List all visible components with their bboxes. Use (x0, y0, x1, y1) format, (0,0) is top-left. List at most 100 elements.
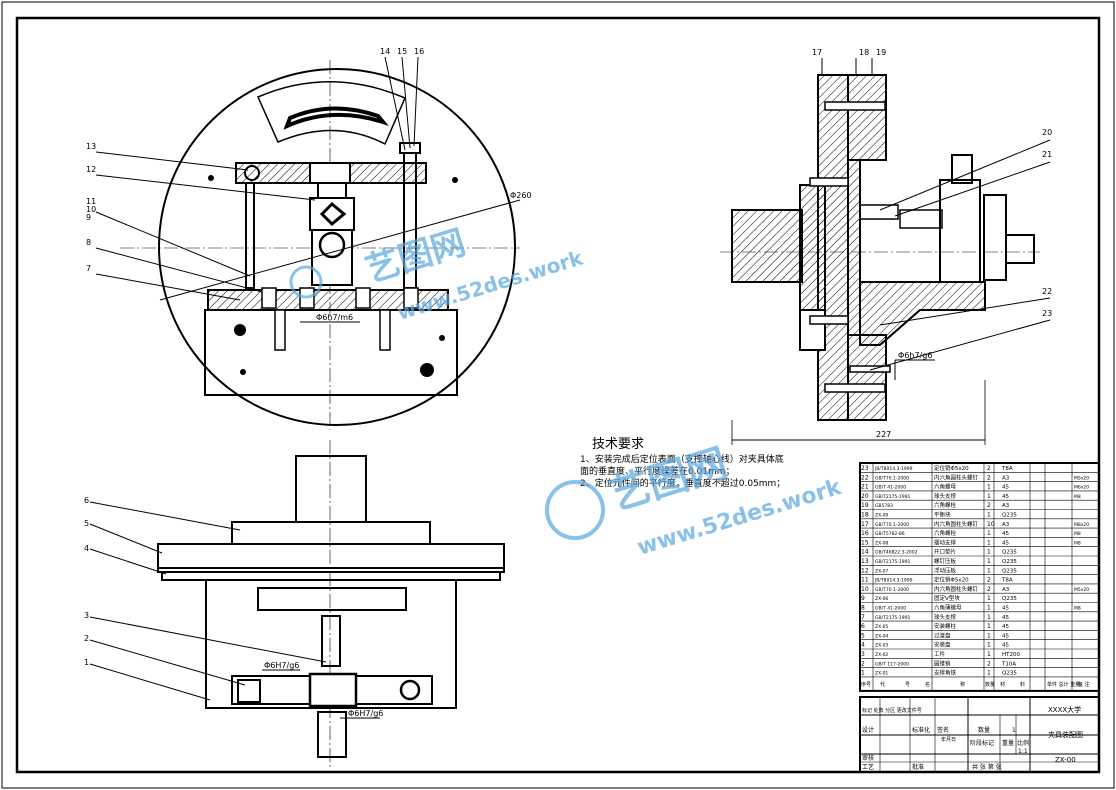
bom-cell-name: 螺钉压板 (934, 557, 957, 565)
bom-cell-qty: 1 (987, 530, 991, 537)
bom-cell-mat: A3 (1002, 522, 1010, 528)
bom-cell-no: 18 (861, 512, 869, 519)
balloon-17: 17 (812, 48, 822, 57)
change-label: 标记 处数 分区 更改文件号 (862, 707, 922, 714)
bom-cell-code: GB/T5782-86 (875, 531, 905, 537)
qty-label: 数量 (978, 726, 990, 734)
bom-cell-name: 六角螺栓 (934, 529, 957, 537)
balloon-14: 14 (380, 47, 390, 56)
bom-cell-note: M5x20 (1074, 475, 1089, 481)
bom-cell-no: 14 (861, 549, 869, 556)
sign-label: 签名 (937, 726, 949, 734)
qty-value: 1 (1012, 727, 1016, 734)
bom-header-cell: 称 (960, 681, 965, 688)
bom-cell-name: 过渡盘 (934, 631, 951, 639)
tech-title: 技术要求 (592, 437, 644, 452)
bom-cell-no: 2 (861, 660, 865, 667)
bom-cell-name: 圆锥销 (934, 659, 951, 667)
bom-cell-mat: Q235 (1002, 559, 1017, 565)
bom-cell-no: 10 (861, 586, 869, 593)
bottom-view: Φ6H7/g6 Φ6H7/g6 (89, 440, 505, 770)
bom-cell-name: 球头支撑 (934, 492, 957, 500)
bom-cell-name: 内六角圆柱头螺钉 (934, 585, 979, 593)
bom-cell-note: M8 (1074, 531, 1081, 537)
faceplate-circle (158, 68, 516, 426)
dim-fit-side: Φ6h7/g6 (898, 351, 932, 360)
bom-cell-code: GB/T70.1-2000 (875, 587, 909, 593)
bom-cell-name: 六角薄螺母 (934, 604, 962, 612)
bom-header-cell: 单件 总计 重量 (1047, 681, 1080, 688)
bom-cell-qty: 1 (987, 493, 991, 500)
bom-cell-name: 开口垫片 (934, 548, 956, 556)
bom-cell-code: ZX-07 (875, 568, 888, 574)
bom-cell-code: ZX-04 (875, 633, 888, 639)
bom-cell-qty: 1 (987, 605, 991, 612)
bom-cell-name: 六角螺栓 (934, 501, 957, 509)
balloon-19: 19 (876, 48, 886, 57)
bom-cell-mat: 45 (1002, 606, 1009, 612)
bom-cell-code: ZX-08 (875, 540, 888, 546)
bom-cell-no: 5 (861, 632, 865, 639)
balloon-4: 4 (84, 544, 89, 553)
bom-cell-code: GB/T 117-2000 (875, 661, 909, 667)
balloon-5: 5 (84, 519, 89, 528)
bom-cell-no: 11 (861, 577, 869, 584)
bom-cell-qty: 2 (987, 474, 991, 481)
bom-cell-qty: 1 (987, 567, 991, 574)
balloon-1: 1 (84, 658, 89, 667)
bom-cell-mat: 45 (1002, 624, 1009, 630)
bom-cell-qty: 1 (987, 558, 991, 565)
tech-line-1: 1、安装完成后定位表面（支撑轴心线）对夹具体底 (580, 453, 784, 465)
tech-line-3: 2、定位元件间的平行度，垂直度不超过0.05mm； (580, 477, 785, 489)
bom-cell-no: 23 (861, 465, 869, 472)
balloon-23: 23 (1042, 309, 1052, 318)
bom-cell-code: JB/T8014.3-1999 (874, 578, 913, 584)
tech-line-2: 面的垂直度、平行度误差在0.01mm； (580, 465, 735, 477)
balloon-2: 2 (84, 634, 89, 643)
bom-cell-mat: Q235 (1002, 550, 1017, 556)
bom-cell-code: GB/T70.1-2000 (875, 475, 909, 481)
bom-cell-name: 球头支撑 (934, 613, 957, 621)
bom-cell-qty: 1 (987, 549, 991, 556)
balloon-22: 22 (1042, 287, 1052, 296)
bottom-balloon-labels: 6 5 4 3 2 1 (84, 496, 89, 667)
tech-requirements: 技术要求 1、安装完成后定位表面（支撑轴心线）对夹具体底 面的垂直度、平行度误差… (580, 437, 785, 489)
scale-label: 比例 (1017, 739, 1029, 747)
bom-cell-name: 内六角圆柱头螺钉 (934, 520, 979, 528)
bom-header-cell: 材 (1000, 681, 1005, 688)
bom-cell-code: ZX-03 (875, 643, 888, 649)
bom-cell-qty: 1 (987, 623, 991, 630)
bom-cell-no: 8 (861, 605, 865, 612)
bom-cell-no: 6 (861, 623, 865, 630)
bom-cell-code: GB/T2175-1991 (875, 494, 911, 500)
bom-cell-note: M8x20 (1074, 522, 1089, 528)
balloon-7: 7 (86, 264, 91, 273)
process-label: 工艺 (862, 763, 874, 771)
bom-cell-no: 20 (861, 493, 869, 500)
bom-cell-mat: 45 (1002, 531, 1009, 537)
bom-cell-code: ZX-02 (875, 652, 888, 658)
bom-cell-name: 定位销Φ5x20 (934, 576, 969, 584)
bom-cell-mat: 45 (1002, 494, 1009, 500)
bom-cell-note: M5x20 (1074, 587, 1089, 593)
bom-cell-mat: T10A (1001, 661, 1016, 667)
bom-cell-code: GB/T 41-2000 (875, 485, 906, 491)
bom-cell-code: ZX-09 (875, 513, 888, 519)
bom-header-cell: 备 注 (1078, 681, 1090, 688)
balloon-10: 10 (86, 205, 96, 214)
bom-cell-qty: 2 (987, 577, 991, 584)
bom-cell-no: 21 (861, 484, 869, 491)
school-name: XXXX大学 (1048, 705, 1081, 714)
bom-cell-code: JB/T8014.3-1999 (874, 466, 913, 472)
stage-label: 阶段标记 (970, 739, 994, 747)
bom-cell-qty: 2 (987, 502, 991, 509)
bom-cell-name: 安装盘 (934, 641, 951, 649)
balloon-12: 12 (86, 165, 96, 174)
dim-dia260: Φ260 (510, 191, 532, 200)
balloon-16: 16 (414, 47, 424, 56)
bom-cell-name: 浮动压板 (934, 566, 957, 574)
bom-cell-name: 支撑角铁 (934, 669, 957, 677)
bom-cell-qty: 1 (987, 670, 991, 677)
side-view: 227 Φ6h7/g6 (720, 58, 1051, 445)
